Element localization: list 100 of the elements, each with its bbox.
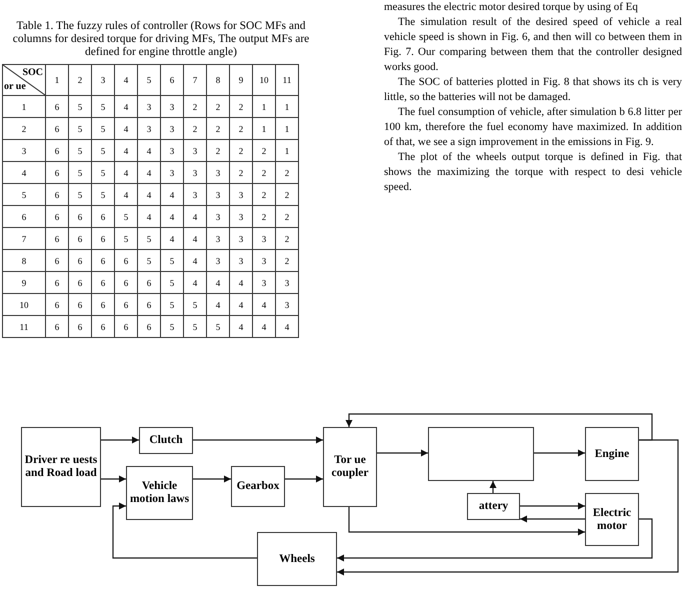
- table-cell: 4: [138, 162, 160, 184]
- table-cell: 4: [160, 228, 184, 250]
- column-header: 5: [138, 64, 160, 96]
- arrow: [101, 476, 126, 482]
- table-cell: 1: [276, 96, 298, 118]
- column-header: 1: [46, 64, 68, 96]
- table-cell: 4: [114, 162, 138, 184]
- table-cell: 6: [114, 250, 138, 272]
- table-cell: 5: [160, 316, 184, 338]
- table-caption: Table 1. The fuzzy rules of controller (Rows for SOC MFs and columns for desired torque for driving MFs, The output MFs are defined for engine throttle angle): [12, 20, 310, 59]
- table-cell: 5: [184, 294, 206, 316]
- table-cell: 1: [276, 118, 298, 140]
- table-cell: 3: [184, 184, 206, 206]
- arrow: [490, 481, 496, 493]
- table-cell: 3: [160, 96, 184, 118]
- table-cell: 3: [206, 184, 230, 206]
- arrow: [534, 450, 585, 456]
- table-cell: 3: [138, 118, 160, 140]
- process-box: Electric motor: [585, 493, 639, 546]
- table-cell: 6: [46, 228, 68, 250]
- table-cell: 4: [138, 206, 160, 228]
- table-cell: 4: [184, 228, 206, 250]
- table-cell: 6: [46, 316, 68, 338]
- table-cell: 2: [252, 206, 276, 228]
- table-cell: 6: [92, 316, 114, 338]
- table-cell: 6: [46, 96, 68, 118]
- table-cell: 2: [206, 96, 230, 118]
- table-cell: 2: [230, 140, 252, 162]
- table-cell: 6: [68, 206, 92, 228]
- table-cell: 4: [114, 140, 138, 162]
- table-cell: 3: [206, 206, 230, 228]
- arrow: [193, 476, 231, 482]
- table-cell: 5: [138, 228, 160, 250]
- table-cell: 5: [114, 228, 138, 250]
- row-header: 1: [2, 96, 46, 118]
- table-cell: 6: [46, 294, 68, 316]
- column-header: 2: [68, 64, 92, 96]
- table-cell: 4: [206, 272, 230, 294]
- table-cell: 3: [184, 162, 206, 184]
- row-header: 2: [2, 118, 46, 140]
- table-cell: 4: [114, 184, 138, 206]
- process-box: Clutch: [139, 427, 193, 454]
- table-cell: 5: [68, 162, 92, 184]
- table-cell: 4: [206, 294, 230, 316]
- table-cell: 4: [138, 140, 160, 162]
- header-label: SOC: [22, 68, 43, 78]
- table-cell: 3: [160, 118, 184, 140]
- table-cell: 2: [276, 162, 298, 184]
- table-cell: 5: [206, 316, 230, 338]
- table-cell: 1: [252, 96, 276, 118]
- arrow: [112, 502, 257, 559]
- arrow: [337, 439, 679, 576]
- arrow: [346, 413, 653, 441]
- table-cell: 5: [92, 140, 114, 162]
- table-cell: 6: [92, 272, 114, 294]
- paragraph: The SOC of batteries plotted in Fig. 8 that shows its ch is very little, so the batteries will not be damaged.: [384, 75, 682, 105]
- table-cell: 6: [46, 206, 68, 228]
- table-cell: 3: [230, 250, 252, 272]
- table-cell: 2: [276, 206, 298, 228]
- row-header: 10: [2, 294, 46, 316]
- table-cell: 1: [276, 140, 298, 162]
- process-box: Driver re uests and Road load: [21, 427, 101, 507]
- table-cell: 6: [138, 294, 160, 316]
- table-cell: 3: [276, 294, 298, 316]
- column-header: 3: [92, 64, 114, 96]
- table-cell: 4: [252, 316, 276, 338]
- table-cell: 5: [68, 118, 92, 140]
- table-cell: 4: [160, 206, 184, 228]
- table-cell: 6: [68, 294, 92, 316]
- row-header: 3: [2, 140, 46, 162]
- table-cell: 4: [230, 316, 252, 338]
- table-cell: 5: [160, 294, 184, 316]
- table-cell: 5: [160, 250, 184, 272]
- paragraph: The plot of the wheels output torque is defined in Fig. that shows the maximizing the torque with respect to desi vehicle speed.: [384, 150, 682, 195]
- table-cell: 6: [46, 118, 68, 140]
- table-cell: 6: [46, 272, 68, 294]
- table-cell: 3: [230, 228, 252, 250]
- table-cell: 4: [230, 294, 252, 316]
- table-cell: 6: [46, 184, 68, 206]
- table-cell: 2: [252, 162, 276, 184]
- table-cell: 3: [252, 228, 276, 250]
- table-cell: 4: [252, 294, 276, 316]
- table-cell: 3: [206, 228, 230, 250]
- table-cell: 2: [276, 184, 298, 206]
- arrow: [520, 516, 585, 522]
- column-header: 6: [160, 64, 184, 96]
- table-cell: 5: [68, 140, 92, 162]
- table-cell: 4: [230, 272, 252, 294]
- process-box: Tor ue coupler: [323, 427, 377, 507]
- table-cell: 2: [230, 162, 252, 184]
- arrow: [193, 436, 323, 444]
- column-header: 8: [206, 64, 230, 96]
- table-cell: 6: [46, 162, 68, 184]
- table-cell: 2: [276, 228, 298, 250]
- table-cell: 3: [206, 250, 230, 272]
- row-header: 8: [2, 250, 46, 272]
- table-cell: 3: [184, 140, 206, 162]
- arrow: [348, 507, 585, 536]
- table-cell: 3: [230, 206, 252, 228]
- process-box: Engine: [585, 427, 639, 481]
